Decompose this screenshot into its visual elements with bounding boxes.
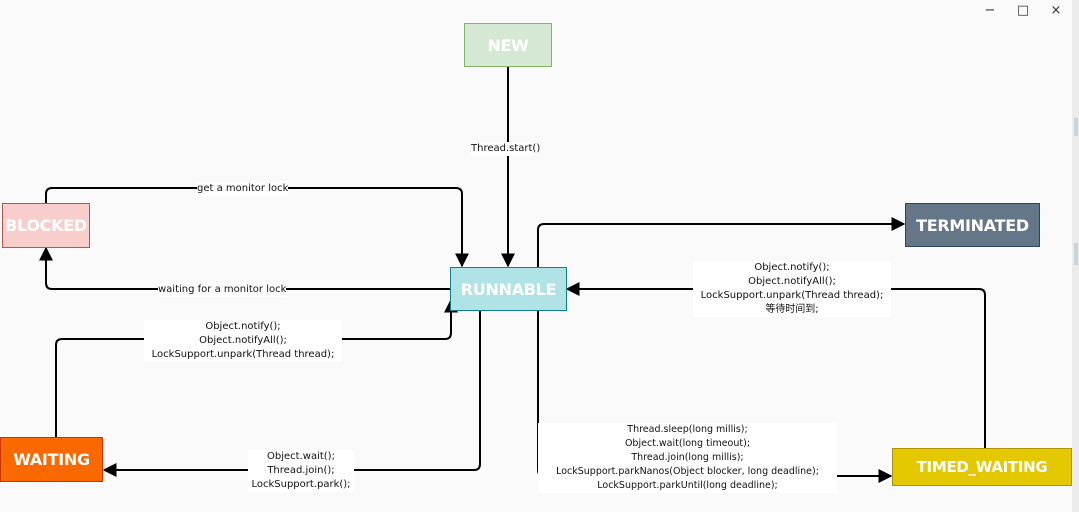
label-line: Object.notify(); [754,262,830,273]
state-new-label: NEW [487,35,529,55]
state-new[interactable]: NEW [464,23,552,67]
label-line: Object.notifyAll(); [748,276,836,287]
state-waiting-label: WAITING [13,450,90,469]
label-line: Object.wait(); [267,451,335,462]
label-line: waiting for a monitor lock [158,284,287,295]
label-get-monitor-lock: get a monitor lock [197,182,289,196]
label-line: Thread.start() [471,143,541,154]
state-blocked[interactable]: BLOCKED [2,203,90,248]
state-runnable-label: RUNNABLE [460,279,557,299]
state-terminated-label: TERMINATED [916,215,1029,235]
label-line: LockSupport.unpark(Thread thread); [700,290,884,301]
label-line: 等待时间到; [765,304,819,315]
label-to-timed-waiting: Thread.sleep(long millis); Object.wait(l… [538,423,837,493]
label-line: Thread.join(); [267,465,335,476]
state-terminated[interactable]: TERMINATED [905,203,1040,247]
maximize-button[interactable]: □ [1016,3,1030,18]
edge-timed-runnable [565,282,986,448]
label-wake-waiting: Object.notify(); Object.notifyAll(); Loc… [144,320,342,362]
scrollbar-edge[interactable] [1072,0,1079,512]
label-line: Object.notifyAll(); [199,335,287,346]
label-line: Object.wait(long timeout); [624,438,751,449]
state-timed-waiting-label: TIMED_WAITING [916,458,1048,476]
edge-runnable-terminated [537,217,906,268]
label-line: get a monitor lock [197,183,289,194]
state-runnable[interactable]: RUNNABLE [450,267,567,311]
state-waiting[interactable]: WAITING [0,437,103,482]
close-button[interactable]: × [1050,3,1062,18]
label-line: Thread.join(long millis); [631,452,744,463]
minimize-button[interactable]: − [984,3,996,18]
label-line: LockSupport.park(); [251,479,351,490]
edge-runnable-blocked [39,246,451,290]
state-blocked-label: BLOCKED [5,216,87,235]
label-line: LockSupport.parkUntil(long deadline); [597,480,778,491]
label-waiting-monitor-lock: waiting for a monitor lock [158,283,287,297]
state-timed-waiting[interactable]: TIMED_WAITING [892,448,1072,486]
label-line: LockSupport.unpark(Thread thread); [151,349,335,360]
edge-runnable-waiting [102,311,481,477]
label-to-waiting: Object.wait(); Thread.join(); LockSuppor… [248,450,354,492]
edge-blocked-runnable [45,187,469,268]
label-line: Object.notify(); [205,321,281,332]
label-line: LockSupport.parkNanos(Object blocker, lo… [556,466,819,477]
label-wake-timed: Object.notify(); Object.notifyAll(); Loc… [693,261,891,317]
label-thread-start: Thread.start() [471,142,541,156]
label-line: Thread.sleep(long millis); [627,424,748,435]
